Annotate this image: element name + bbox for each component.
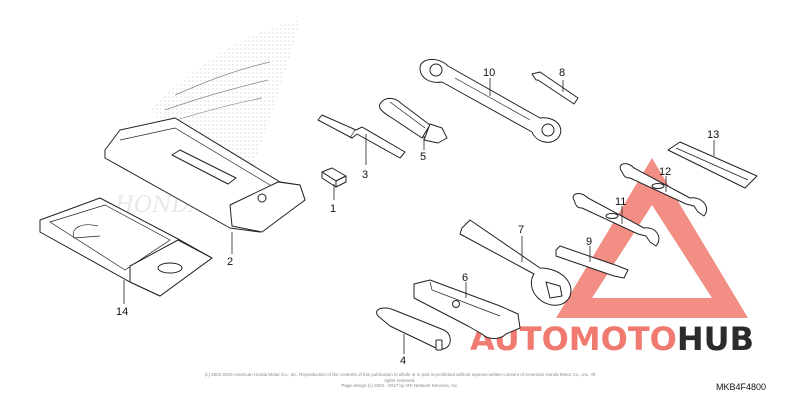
part-label-2: 2 xyxy=(227,256,233,268)
part-7-pin-spanner xyxy=(459,219,572,306)
part-label-14: 14 xyxy=(116,306,128,318)
part-11-open-wrench-b xyxy=(572,193,660,247)
part-10-ring-wrench xyxy=(419,59,562,143)
part-3-screwdriver-bit xyxy=(317,114,406,159)
part-12-open-wrench-a xyxy=(619,163,708,217)
watermark-triangle xyxy=(556,158,748,318)
diagram-code: MKB4F4800 xyxy=(716,382,767,392)
part-label-12: 12 xyxy=(659,166,671,178)
part-9-handle-bar xyxy=(555,245,629,279)
part-label-1: 1 xyxy=(330,203,336,215)
part-label-9: 9 xyxy=(586,236,592,248)
part-label-4: 4 xyxy=(400,355,406,367)
part-label-7: 7 xyxy=(518,224,524,236)
watermark-logo: AUTOMOTOHUB xyxy=(470,158,754,358)
part-label-3: 3 xyxy=(362,169,368,181)
part-13-strap xyxy=(667,141,758,189)
part-5-screwdriver-handle xyxy=(379,97,448,144)
watermark-word2: HUB xyxy=(677,320,754,358)
part-label-11: 11 xyxy=(615,196,626,208)
part-14-tool-pouch xyxy=(39,197,213,297)
copyright-line-2: Page design (c) 2004 - 2017 by ARI Netwo… xyxy=(341,383,459,388)
svg-text:AUTOMOTOHUB: AUTOMOTOHUB xyxy=(470,320,754,358)
copyright-line-1: (c) 2003-2016 American Honda Motor Co., … xyxy=(204,372,596,383)
part-label-10: 10 xyxy=(483,67,495,79)
leader-lines xyxy=(123,78,715,354)
part-label-8: 8 xyxy=(559,67,565,79)
part-6-plate-tool xyxy=(413,279,521,339)
part-2-tool-bag xyxy=(104,117,306,233)
part-1-fuse xyxy=(321,167,347,188)
copyright-notice: (c) 2003-2016 American Honda Motor Co., … xyxy=(200,372,600,389)
part-labels: 1 2 3 4 5 6 7 8 9 10 11 12 13 14 xyxy=(116,67,719,367)
part-label-13: 13 xyxy=(707,129,719,141)
part-label-5: 5 xyxy=(420,151,426,163)
part-8-hex-key xyxy=(531,71,579,105)
part-4-folding-knife xyxy=(376,307,451,351)
part-label-6: 6 xyxy=(462,272,468,284)
